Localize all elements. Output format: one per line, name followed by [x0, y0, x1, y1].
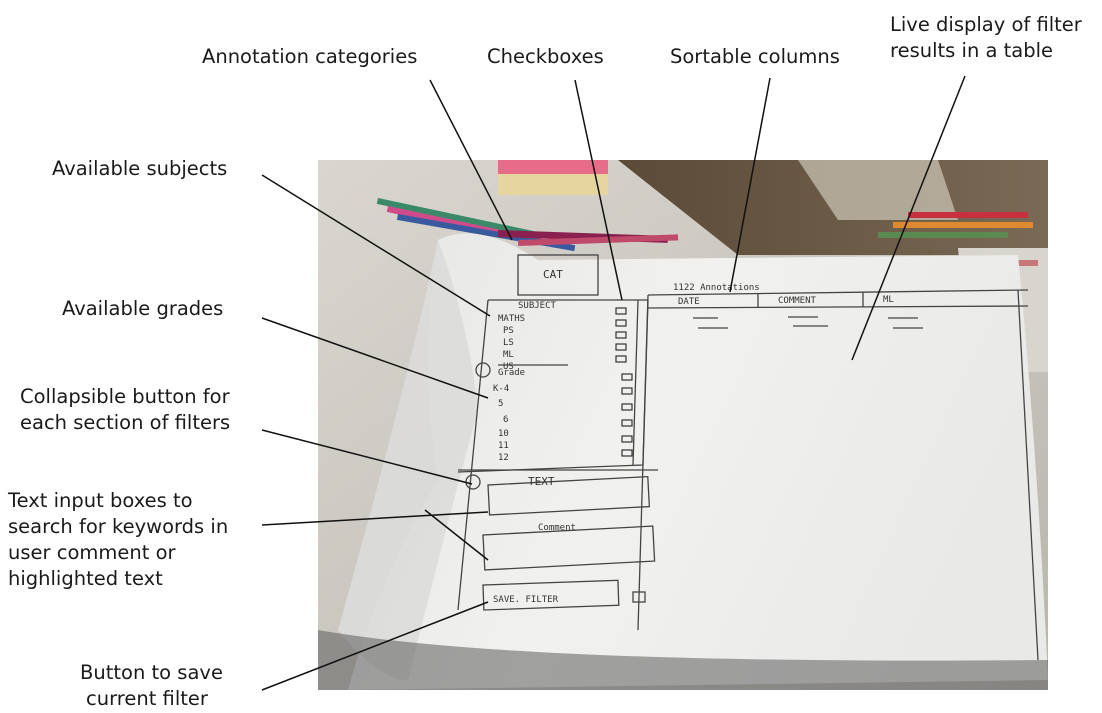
sketch-cat-text: CAT [543, 268, 563, 281]
label-text-input-2: search for keywords in [8, 515, 229, 538]
leader-save-button [261, 601, 489, 691]
label-collapsible-2: each section of filters [20, 411, 231, 434]
sketch-grade-2: 5 [498, 399, 503, 409]
leader-collapsible [261, 429, 473, 485]
leader-text-input [261, 511, 489, 526]
sketch-col-comment: COMMENT [778, 296, 817, 306]
sketch-grade-header: Grade [498, 368, 525, 378]
sketch-save-filter: SAVE. FILTER [493, 595, 559, 605]
label-save-button-1: Button to save [80, 661, 223, 684]
sketch-subject-2: PS [503, 326, 514, 336]
leader-annotation-categories [429, 79, 513, 241]
label-checkboxes: Checkboxes [487, 45, 604, 68]
sketch-col-date: DATE [678, 297, 700, 307]
label-live-display-1: Live display of filter [890, 13, 1082, 36]
label-sortable-columns: Sortable columns [670, 45, 840, 68]
sketch-subject-4: ML [503, 350, 514, 360]
leader-live-display [851, 75, 966, 361]
sketch-photo-svg: CAT SUBJECT MATHS PS LS ML US Grade K-4 … [318, 160, 1048, 690]
sketch-text-header: TEXT [528, 475, 555, 488]
leader-checkboxes [574, 79, 623, 301]
sketch-comment-label: Comment [538, 523, 576, 533]
label-text-input-1: Text input boxes to [8, 489, 193, 512]
label-save-button-2: current filter [86, 687, 208, 710]
leader-available-subjects [261, 174, 491, 317]
sketch-count-text: 1122 Annotations [673, 283, 760, 293]
sketch-subject-3: LS [503, 338, 514, 348]
cat-box [517, 254, 599, 296]
label-live-display-2: results in a table [890, 39, 1054, 62]
sketch-lines [457, 254, 1039, 661]
label-available-subjects: Available subjects [52, 157, 228, 180]
leader-text-input-2 [424, 509, 489, 561]
sketch-subject-1: MATHS [498, 314, 525, 324]
markers-left [376, 197, 679, 252]
label-text-input-4: highlighted text [8, 567, 163, 590]
markers-right [878, 212, 1033, 238]
label-text-input-3: user comment or [8, 541, 176, 564]
label-annotation-categories: Annotation categories [202, 45, 418, 68]
leader-available-grades [261, 317, 489, 399]
leader-sortable-columns [729, 77, 771, 293]
sketch-grade-6: 12 [498, 453, 509, 463]
sketch-grade-5: 11 [498, 441, 509, 451]
sketch-subject-header: SUBJECT [518, 301, 557, 311]
sketch-subject-5: US [503, 362, 514, 372]
paper-prototype-photo: CAT SUBJECT MATHS PS LS ML US Grade K-4 … [318, 160, 1048, 690]
label-available-grades: Available grades [62, 297, 224, 320]
sketch-checkboxes [615, 307, 633, 457]
sketch-grade-4: 10 [498, 429, 509, 439]
label-collapsible-1: Collapsible button for [20, 385, 230, 408]
sketch-col-ml: ML [883, 295, 894, 305]
sketch-grade-1: K-4 [493, 384, 509, 394]
sketch-grade-3: 6 [503, 415, 508, 425]
paper-sheet [348, 233, 1048, 690]
